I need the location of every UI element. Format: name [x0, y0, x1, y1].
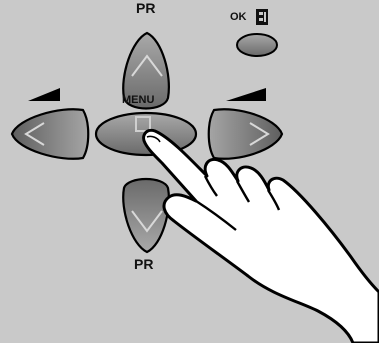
ok-button[interactable] — [237, 34, 277, 56]
volume-down-button[interactable] — [12, 109, 88, 159]
menu-label: MENU — [122, 95, 154, 106]
teletext-page-icon — [256, 9, 268, 25]
pr-down-label: PR — [134, 257, 153, 271]
pointing-hand-icon — [144, 130, 379, 343]
volume-up-button[interactable] — [209, 109, 282, 159]
volume-down-ramp-icon — [28, 88, 60, 101]
volume-up-ramp-icon — [226, 88, 266, 101]
pr-down-button[interactable] — [123, 179, 169, 252]
pr-up-label: PR — [136, 1, 155, 15]
ok-label: OK — [230, 12, 247, 23]
